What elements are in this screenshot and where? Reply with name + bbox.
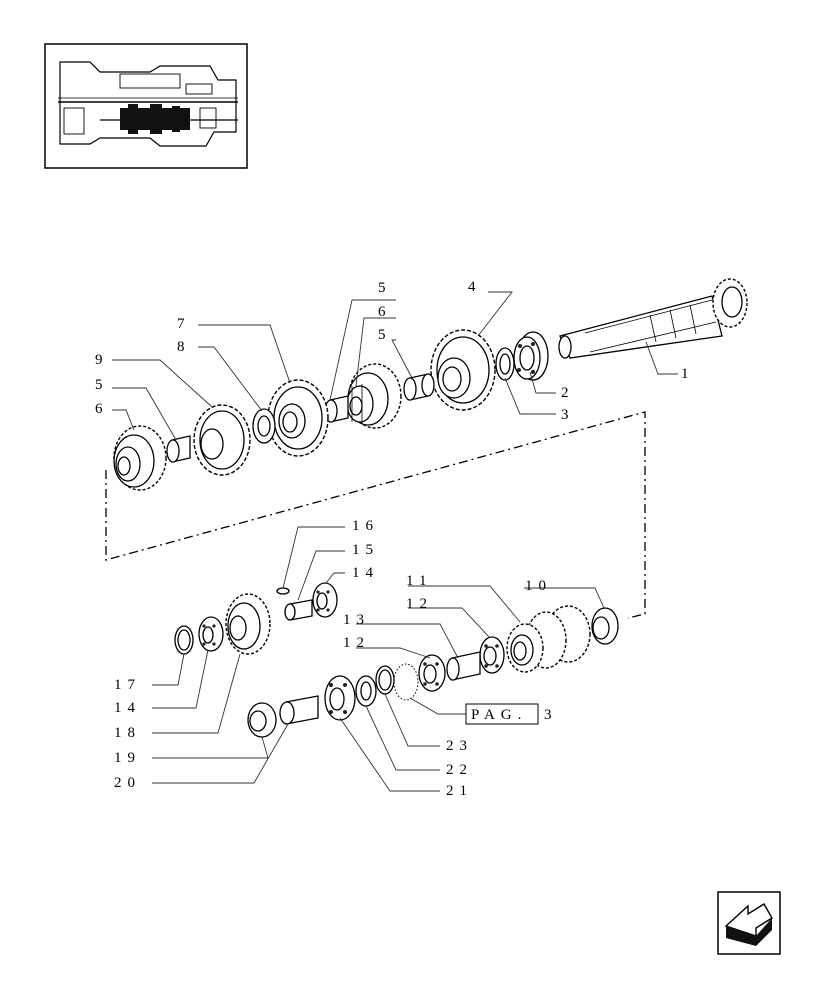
callout-2: 2 [561,385,575,401]
callout-15: 15 [352,542,379,558]
callout-labels: 1 2 3 4 5 6 5 7 8 9 5 6 16 15 14 11 10 1… [95,279,695,799]
page-ref-label: PAG. [471,707,527,723]
part-9-gear[interactable] [193,404,251,476]
callout-6: 6 [378,304,392,320]
transmission-section-thumbnail[interactable] [44,43,248,169]
part-14-bearing[interactable] [312,582,338,618]
part-18-gear[interactable] [225,593,271,655]
callout-8: 8 [177,339,191,355]
part-1-main-shaft[interactable] [558,278,748,359]
callout-6: 6 [95,401,109,417]
callout-22: 22 [446,762,473,778]
callout-14: 14 [352,565,379,581]
part-3-ring[interactable] [495,347,515,381]
callout-20: 20 [114,775,141,791]
callout-17: 17 [114,677,141,693]
part-16-key[interactable] [276,587,290,595]
part-20-bush[interactable] [279,695,319,725]
part-10-ring[interactable] [591,607,619,645]
part-2-bearing[interactable] [513,331,549,381]
callout-14: 14 [114,700,141,716]
page-reference[interactable]: PAG. 3 [465,703,558,725]
assembly-connection-line [105,411,646,619]
callout-19: 19 [114,750,141,766]
part-22-ring[interactable] [355,675,377,707]
callout-5: 5 [378,280,392,296]
part-23-snap-ring[interactable] [375,665,395,695]
part-5-bush[interactable] [166,435,191,463]
part-15-shaft[interactable] [284,599,313,621]
callout-4: 4 [468,279,482,295]
part-13-bush[interactable] [446,651,481,681]
part-8-washer[interactable] [252,408,276,444]
part-6-synchronizer[interactable] [346,363,402,429]
part-6-synchronizer[interactable] [113,425,167,491]
part-12-bearing[interactable] [418,654,446,692]
back-arrow-icon[interactable] [717,891,781,955]
part-12-bearing[interactable] [479,636,505,674]
callout-16: 16 [352,518,379,534]
callout-3: 3 [561,407,575,423]
callout-5: 5 [378,327,392,343]
part-5-bush[interactable] [403,373,435,401]
needle-ring[interactable] [393,663,419,701]
part-11-gear-cluster[interactable] [506,605,591,673]
callout-1: 1 [681,366,695,382]
part-21-bearing[interactable] [324,675,356,721]
callout-5: 5 [95,377,109,393]
callout-10: 10 [525,578,552,594]
page-ref-number: 3 [544,707,558,723]
part-7-gear[interactable] [267,379,329,457]
callout-11: 11 [406,573,432,589]
callout-7: 7 [177,316,191,332]
part-4-gear[interactable] [430,329,496,411]
part-19-nut[interactable] [247,702,277,738]
callout-21: 21 [446,783,473,799]
part-14-bearing[interactable] [198,616,224,652]
callout-13: 13 [343,612,370,628]
leader-lines [112,291,678,792]
callout-23: 23 [446,738,473,754]
callout-9: 9 [95,352,109,368]
callout-18: 18 [114,725,141,741]
callout-12: 12 [343,635,370,651]
callout-12: 12 [406,596,433,612]
part-17-snap-ring[interactable] [174,625,194,655]
